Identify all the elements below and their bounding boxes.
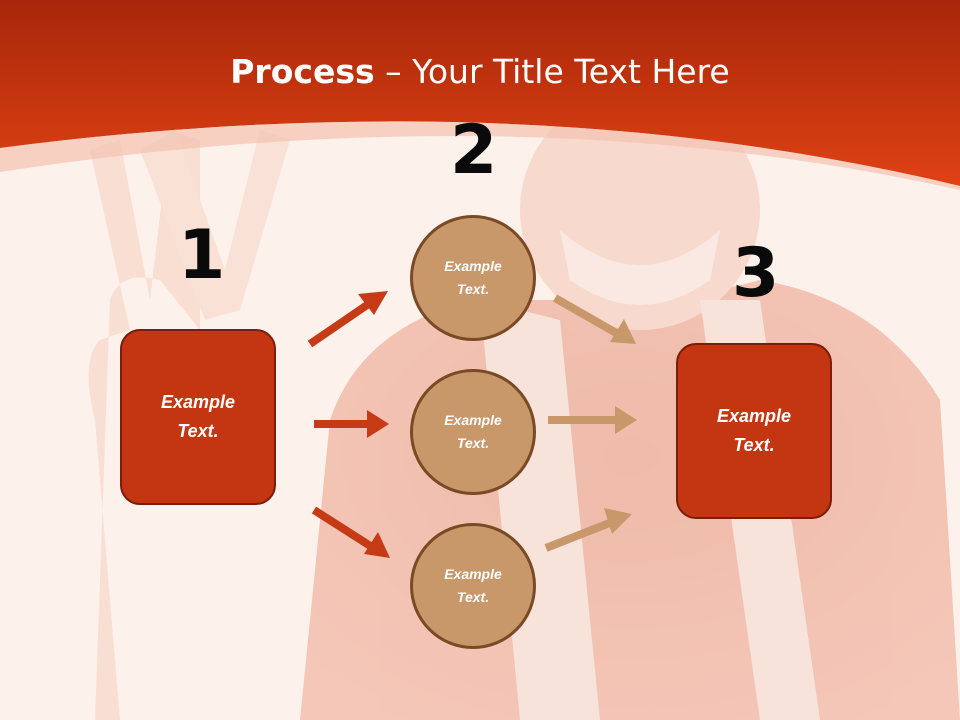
circle-top-label: Example Text. (444, 257, 502, 297)
circle-bottom-label: Example Text. (444, 565, 502, 605)
step-1-box: Example Text. (120, 329, 276, 505)
arrow-right-lower (544, 508, 632, 552)
arrow-right-middle (548, 406, 637, 434)
circle-middle: Example Text. (410, 369, 536, 495)
circle-middle-label: Example Text. (444, 411, 502, 451)
arrow-right-upper (553, 294, 636, 344)
circle-bottom: Example Text. (410, 523, 536, 649)
arrow-left-middle (314, 410, 389, 438)
arrow-left-lower (311, 506, 390, 558)
step-3-box: Example Text. (676, 343, 832, 519)
step-number-1: 1 (178, 216, 226, 295)
slide-title: Process – Your Title Text Here (0, 52, 960, 91)
title-rest: – Your Title Text Here (374, 52, 730, 91)
step-3-label: Example Text. (716, 406, 792, 455)
circle-top: Example Text. (410, 215, 536, 341)
step-number-3: 3 (732, 234, 780, 313)
step-1-label: Example Text. (160, 392, 236, 441)
step-number-2: 2 (450, 111, 498, 190)
arrow-left-upper (307, 291, 388, 348)
title-bold: Process (230, 52, 375, 91)
